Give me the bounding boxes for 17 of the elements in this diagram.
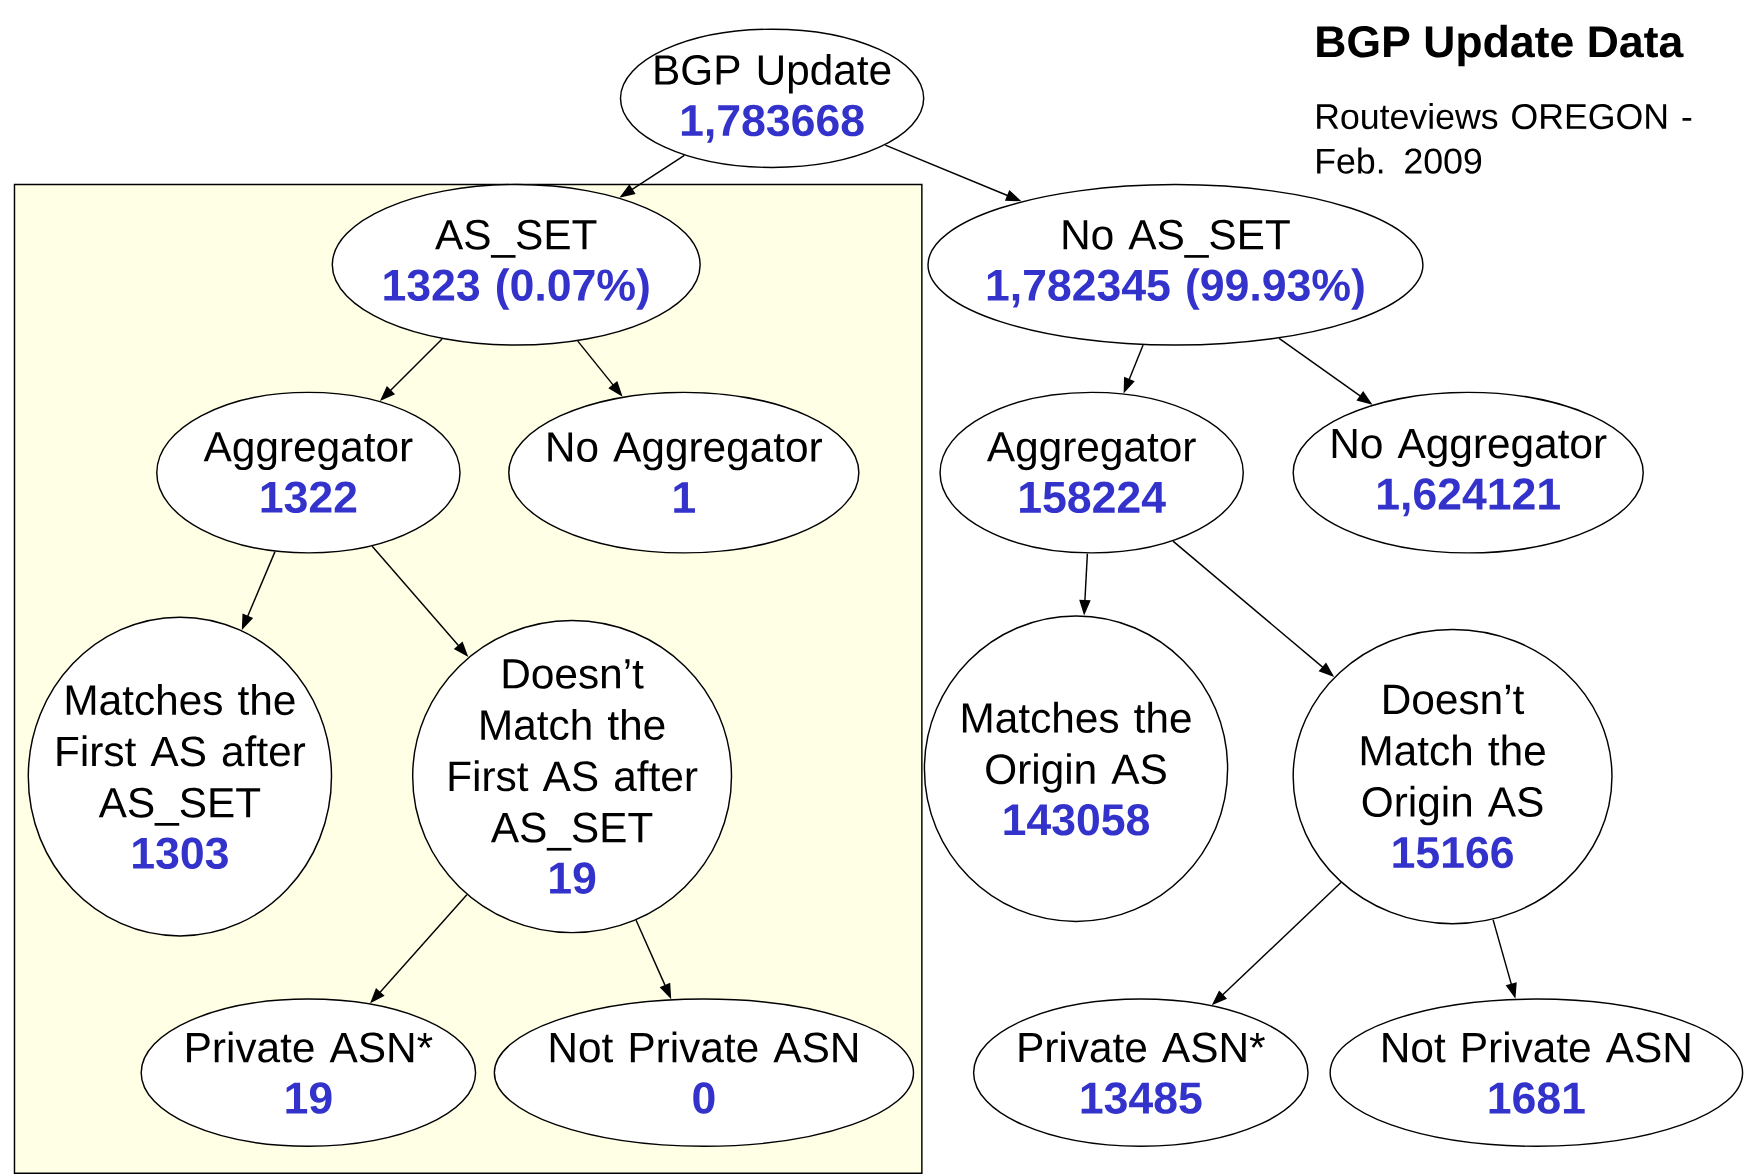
ellipse-node: Aggregator 1322	[156, 391, 461, 554]
heading: BGP Update Data	[1317, 24, 1684, 67]
ellipse-node: Matches the First AS after AS_SET 1303	[27, 616, 333, 937]
ellipse-node: Doesn’t Match the First AS after AS_SET 19	[411, 619, 733, 934]
ellipse-node: Doesn’t Match the Origin AS 15166	[1292, 628, 1613, 925]
ellipse-node: BGP Update 1,783668	[619, 28, 925, 168]
note: Routeviews OREGON - Feb. 2009	[1317, 102, 1692, 174]
ellipse-node: Not Private ASN 0	[493, 998, 915, 1147]
ellipse-node: No Aggregator 1	[508, 391, 860, 554]
ellipse-node: No Aggregator 1,624121	[1292, 391, 1644, 554]
ellipse-node: Private ASN* 13485	[972, 998, 1309, 1147]
ellipse-node: Private ASN* 19	[140, 998, 477, 1147]
ellipse-node: No AS_SET 1,782345 (99.93%)	[927, 183, 1424, 346]
ellipse-node: AS_SET 1323 (0.07%)	[331, 183, 701, 346]
ellipse-node: Aggregator 158224	[939, 391, 1244, 554]
ellipse-node: Matches the Origin AS 143058	[923, 615, 1229, 923]
ellipse-node: Not Private ASN 1681	[1329, 998, 1744, 1147]
